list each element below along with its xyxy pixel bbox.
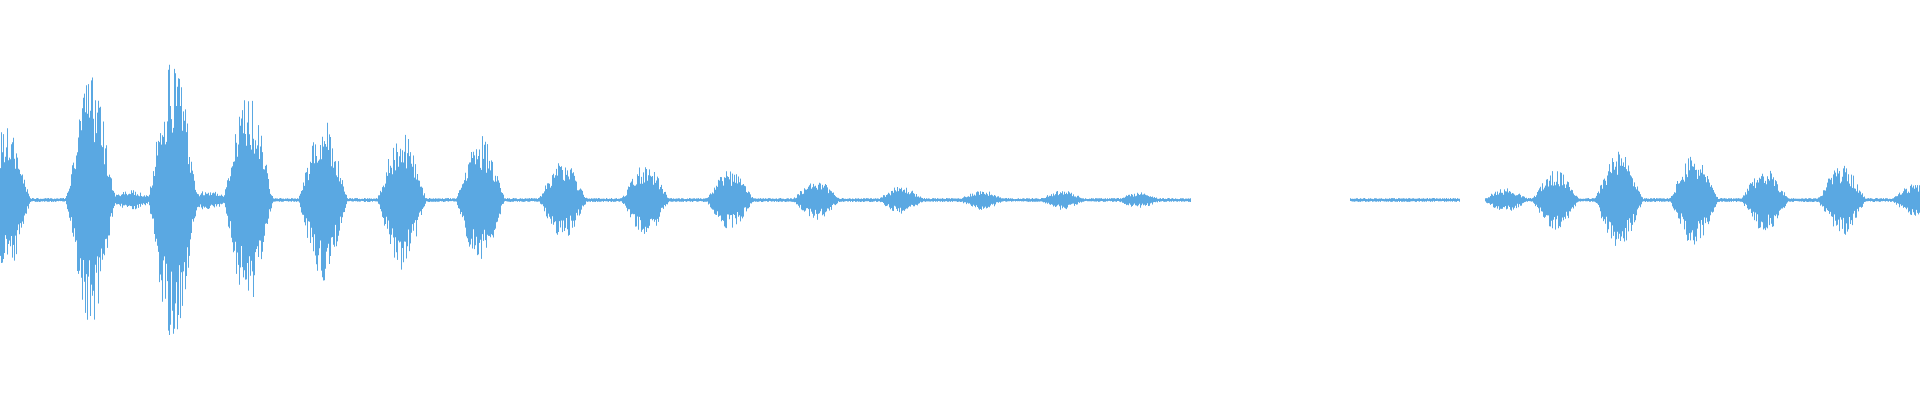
waveform-trace (0, 64, 1920, 335)
